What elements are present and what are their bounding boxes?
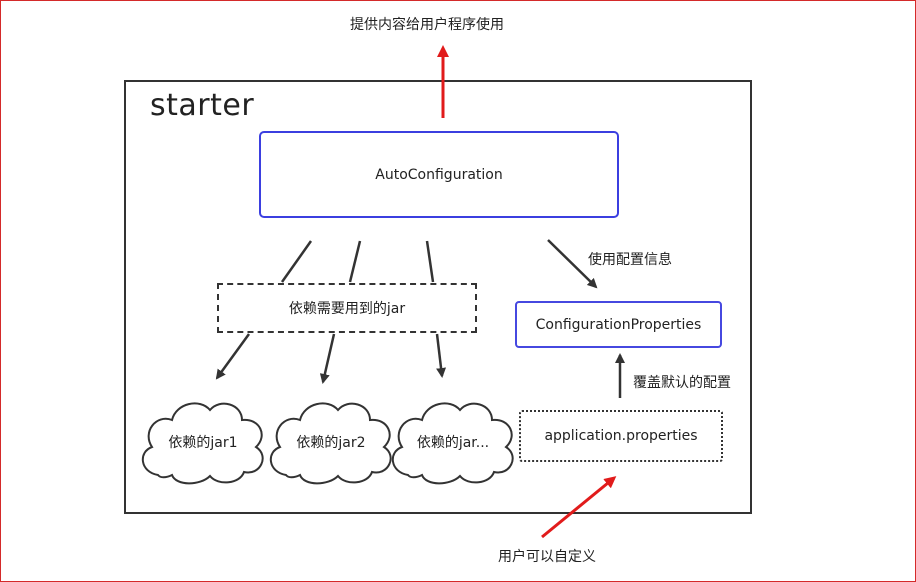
configuration-properties-label: ConfigurationProperties <box>535 316 702 333</box>
top-output-label: 提供内容给用户程序使用 <box>350 17 504 33</box>
user-custom-arrow <box>541 476 617 539</box>
user-custom-label: 用户可以自定义 <box>498 549 596 565</box>
auto-configuration-label: AutoConfiguration <box>375 166 503 183</box>
link-line-3 <box>425 240 435 283</box>
auto-configuration-box: AutoConfiguration <box>259 131 619 218</box>
jar-arrow-3 <box>435 333 447 378</box>
jar2-label: 依赖的jar2 <box>296 435 366 451</box>
use-config-arrow <box>547 239 598 289</box>
dependencies-box: 依赖需要用到的jar <box>217 283 477 333</box>
link-line-1 <box>280 240 313 283</box>
application-properties-box: application.properties <box>519 410 723 462</box>
configuration-properties-box: ConfigurationProperties <box>515 301 722 348</box>
dependencies-label: 依赖需要用到的jar <box>288 301 406 317</box>
cloud-jar1 <box>142 402 264 485</box>
starter-title: starter <box>150 88 255 123</box>
starter-container <box>124 80 752 514</box>
jar1-label: 依赖的jar1 <box>168 435 238 451</box>
cloud-jar3 <box>392 402 514 485</box>
jar-arrow-2 <box>319 333 336 384</box>
override-label: 覆盖默认的配置 <box>633 375 731 391</box>
jar3-label: 依赖的jar... <box>416 435 490 451</box>
application-properties-label: application.properties <box>544 428 698 444</box>
link-line-2 <box>348 240 362 283</box>
use-config-label: 使用配置信息 <box>588 252 672 268</box>
jar-arrow-1 <box>215 333 251 380</box>
cloud-jar2 <box>270 402 392 485</box>
